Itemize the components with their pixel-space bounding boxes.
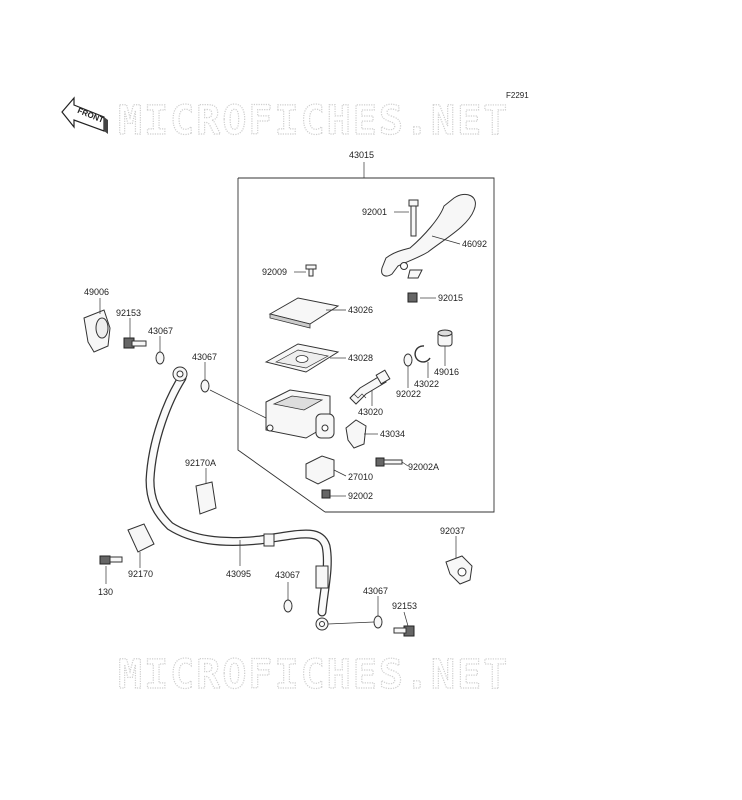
cap-screw bbox=[305, 264, 317, 277]
handlebar-clamp bbox=[345, 419, 367, 449]
banjo-cover bbox=[83, 309, 111, 353]
assembly-number-label: 43015 bbox=[349, 150, 374, 160]
label-92037: 92037 bbox=[440, 526, 465, 536]
label-92002: 92002 bbox=[348, 491, 373, 501]
gasket-upper bbox=[200, 379, 210, 393]
clamp-bolt bbox=[375, 457, 403, 467]
circlip bbox=[414, 345, 431, 363]
label-43020: 43020 bbox=[358, 407, 383, 417]
figure-code: F2291 bbox=[506, 91, 529, 100]
hose-guide bbox=[445, 555, 473, 585]
label-130: 130 bbox=[98, 587, 113, 597]
label-92015: 92015 bbox=[438, 293, 463, 303]
gasket-lower-right bbox=[373, 615, 383, 629]
label-92153-upper: 92153 bbox=[116, 308, 141, 318]
label-43067-lower-right: 43067 bbox=[363, 586, 388, 596]
switch-screw bbox=[321, 489, 331, 499]
label-43067-upper-left: 43067 bbox=[148, 326, 173, 336]
part-number-labels: 92001 46092 92009 92015 43026 49006 9215… bbox=[84, 207, 487, 611]
label-92001: 92001 bbox=[362, 207, 387, 217]
front-arrow-icon: FRONT bbox=[61, 96, 108, 134]
label-43022: 43022 bbox=[414, 379, 439, 389]
leader-lines bbox=[99, 211, 461, 627]
brake-hose bbox=[145, 366, 332, 631]
hose-clamp bbox=[127, 523, 155, 553]
label-46092: 46092 bbox=[462, 239, 487, 249]
pivot-bolt bbox=[408, 199, 419, 237]
label-92022: 92022 bbox=[396, 389, 421, 399]
label-49016: 49016 bbox=[434, 367, 459, 377]
master-cylinder-assembly-box: 43015 bbox=[237, 150, 495, 513]
label-92170A: 92170A bbox=[185, 458, 216, 468]
label-92009: 92009 bbox=[262, 267, 287, 277]
brake-light-switch bbox=[305, 455, 335, 485]
label-27010: 27010 bbox=[348, 472, 373, 482]
label-43028: 43028 bbox=[348, 353, 373, 363]
watermark-top: MICROFICHES.NET bbox=[118, 98, 509, 144]
label-92153-lower: 92153 bbox=[392, 601, 417, 611]
label-43026: 43026 bbox=[348, 305, 373, 315]
label-43095: 43095 bbox=[226, 569, 251, 579]
gasket-lower-left bbox=[283, 599, 293, 613]
label-92170: 92170 bbox=[128, 569, 153, 579]
lever-nut bbox=[407, 292, 418, 303]
banjo-bolt-upper bbox=[123, 337, 147, 349]
piston-assembly bbox=[349, 369, 391, 405]
watermark-bottom: MICROFICHES.NET bbox=[118, 652, 509, 698]
piston-washer bbox=[403, 353, 413, 367]
master-cylinder-body bbox=[265, 389, 335, 439]
label-49006: 49006 bbox=[84, 287, 109, 297]
label-43034: 43034 bbox=[380, 429, 405, 439]
brake-lever bbox=[381, 194, 476, 279]
gasket-upper-left bbox=[155, 351, 165, 365]
clamp-bolt-130 bbox=[99, 555, 123, 565]
label-43067-lower-left: 43067 bbox=[275, 570, 300, 580]
label-43067-upper: 43067 bbox=[192, 352, 217, 362]
dust-boot bbox=[437, 329, 453, 347]
hose-clamp-a bbox=[195, 481, 217, 515]
label-92002A: 92002A bbox=[408, 462, 439, 472]
banjo-bolt-lower bbox=[393, 625, 415, 637]
reservoir-diaphragm bbox=[264, 343, 340, 373]
